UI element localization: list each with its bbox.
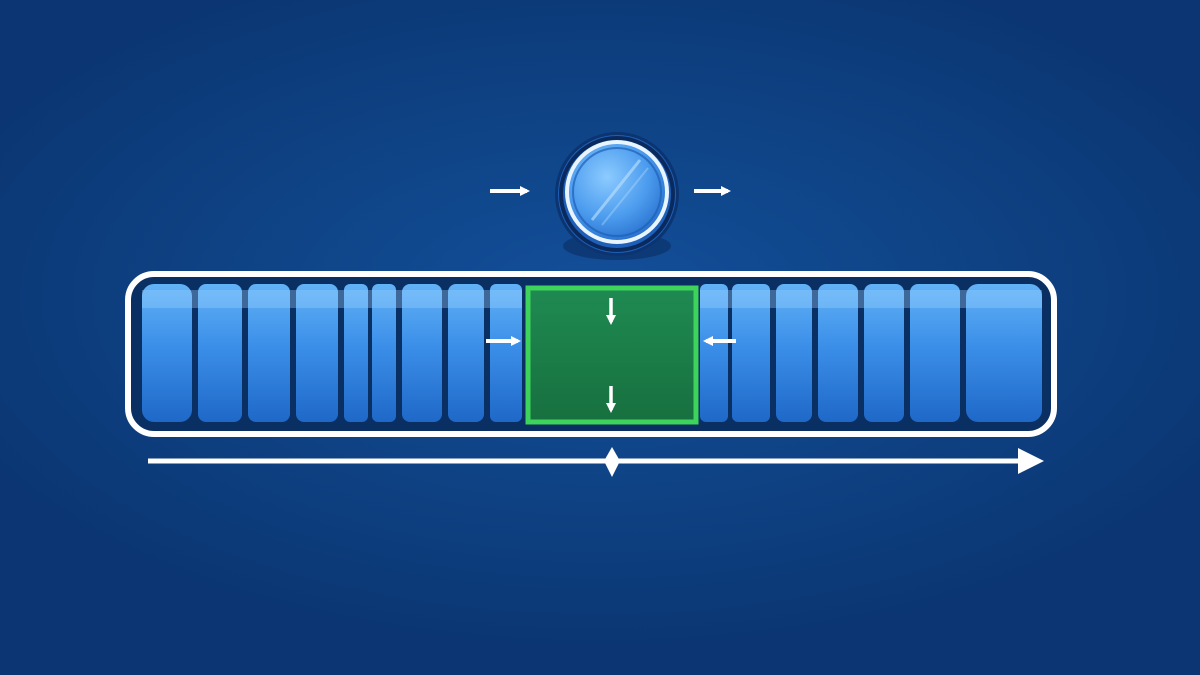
strip-segment (344, 284, 368, 422)
strip-segment (910, 284, 960, 422)
strip-segment (372, 284, 396, 422)
double-headed-arrow-icon (148, 447, 1044, 477)
strip-segments-left (142, 284, 522, 422)
strip-segment (448, 284, 484, 422)
strip-segment (818, 284, 858, 422)
strip-segment (490, 284, 522, 422)
strip-segments-right (700, 284, 1042, 422)
strip-segment (776, 284, 812, 422)
strip-segment (248, 284, 290, 422)
strip-highlights (142, 290, 1042, 308)
strip-segment (296, 284, 338, 422)
coin-icon (555, 132, 679, 260)
strip-segment (864, 284, 904, 422)
strip-segment (198, 284, 242, 422)
strip-segment (142, 284, 192, 422)
strip-segment (402, 284, 442, 422)
strip-segment (700, 284, 728, 422)
strip-segment (966, 284, 1042, 422)
strip-segment (732, 284, 770, 422)
